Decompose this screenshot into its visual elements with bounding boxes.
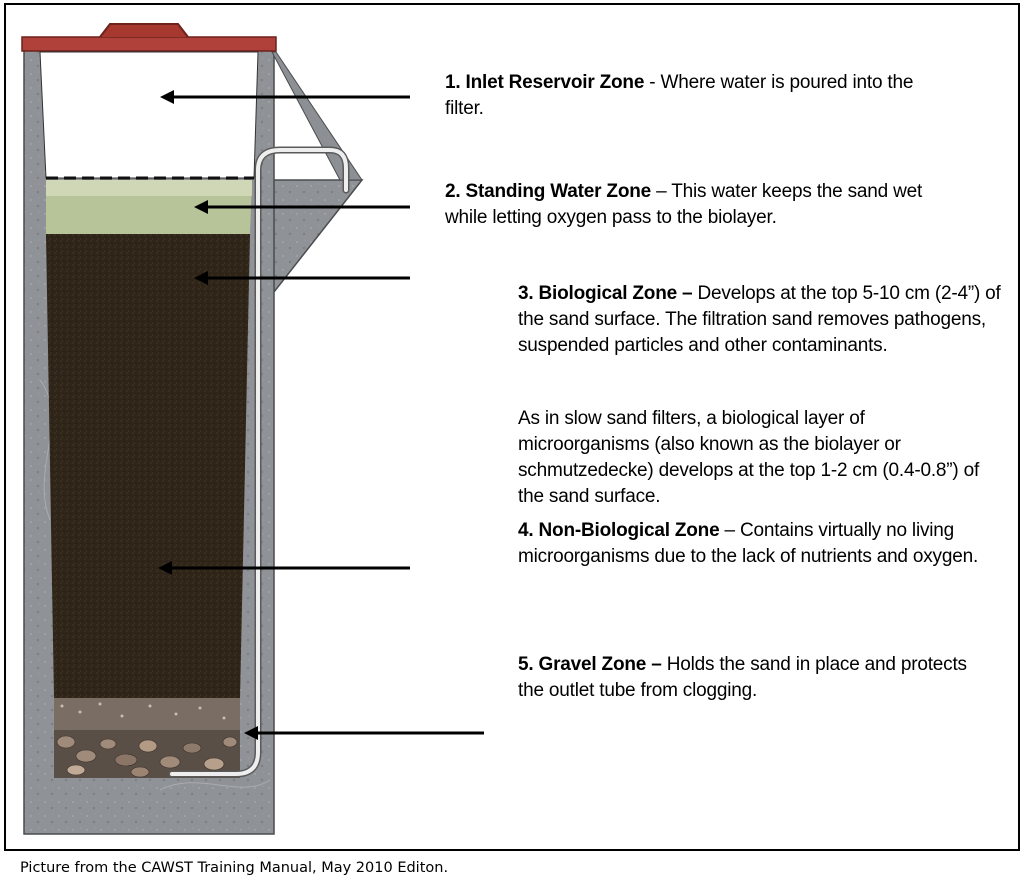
zone-2-separator: –	[651, 181, 672, 202]
zone-1-separator: -	[644, 72, 661, 93]
zone-4-title: 4. Non-Biological Zone	[518, 520, 720, 541]
arrow-inlet-reservoir	[160, 90, 410, 104]
zone-3-description: Develops at the top 5-10 cm (2-4”) of th…	[518, 283, 1001, 356]
zone-5-title: 5. Gravel Zone –	[518, 654, 662, 675]
gravel-zone	[54, 698, 240, 778]
inlet-reservoir-zone	[39, 51, 259, 179]
zone-2-description: This water keeps the sand wet while lett…	[445, 181, 923, 228]
zone-3-extra-text: As in slow sand filters, a biological la…	[518, 406, 998, 510]
zone-3-extra: As in slow sand filters, a biological la…	[518, 408, 980, 507]
zone-1-title: 1. Inlet Reservoir Zone	[445, 72, 645, 93]
zone-3-text: 3. Biological Zone – Develops at the top…	[518, 281, 1018, 359]
arrow-non-biological	[158, 561, 410, 575]
zone-1-text: 1. Inlet Reservoir Zone - Where water is…	[445, 70, 945, 122]
zone-3-title: 3. Biological Zone –	[518, 283, 693, 304]
zone-4-text: 4. Non-Biological Zone – Contains virtua…	[518, 518, 1008, 570]
caption: Picture from the CAWST Training Manual, …	[20, 860, 449, 876]
zone-4-description: Contains virtually no living microorgani…	[518, 520, 979, 567]
zone-4-separator: –	[719, 520, 740, 541]
zone-5-text: 5. Gravel Zone – Holds the sand in place…	[518, 652, 988, 704]
zone-1-description: Where water is poured into the filter.	[445, 72, 914, 119]
lid	[21, 23, 277, 52]
arrow-gravel	[244, 726, 484, 740]
zone-2-text: 2. Standing Water Zone – This water keep…	[445, 179, 935, 231]
arrow-standing-water	[194, 200, 410, 214]
biological-and-sand-zone	[46, 234, 250, 698]
zone-5-description: Holds the sand in place and protects the…	[518, 654, 967, 701]
arrow-biological	[194, 271, 410, 285]
zone-2-title: 2. Standing Water Zone	[445, 181, 652, 202]
